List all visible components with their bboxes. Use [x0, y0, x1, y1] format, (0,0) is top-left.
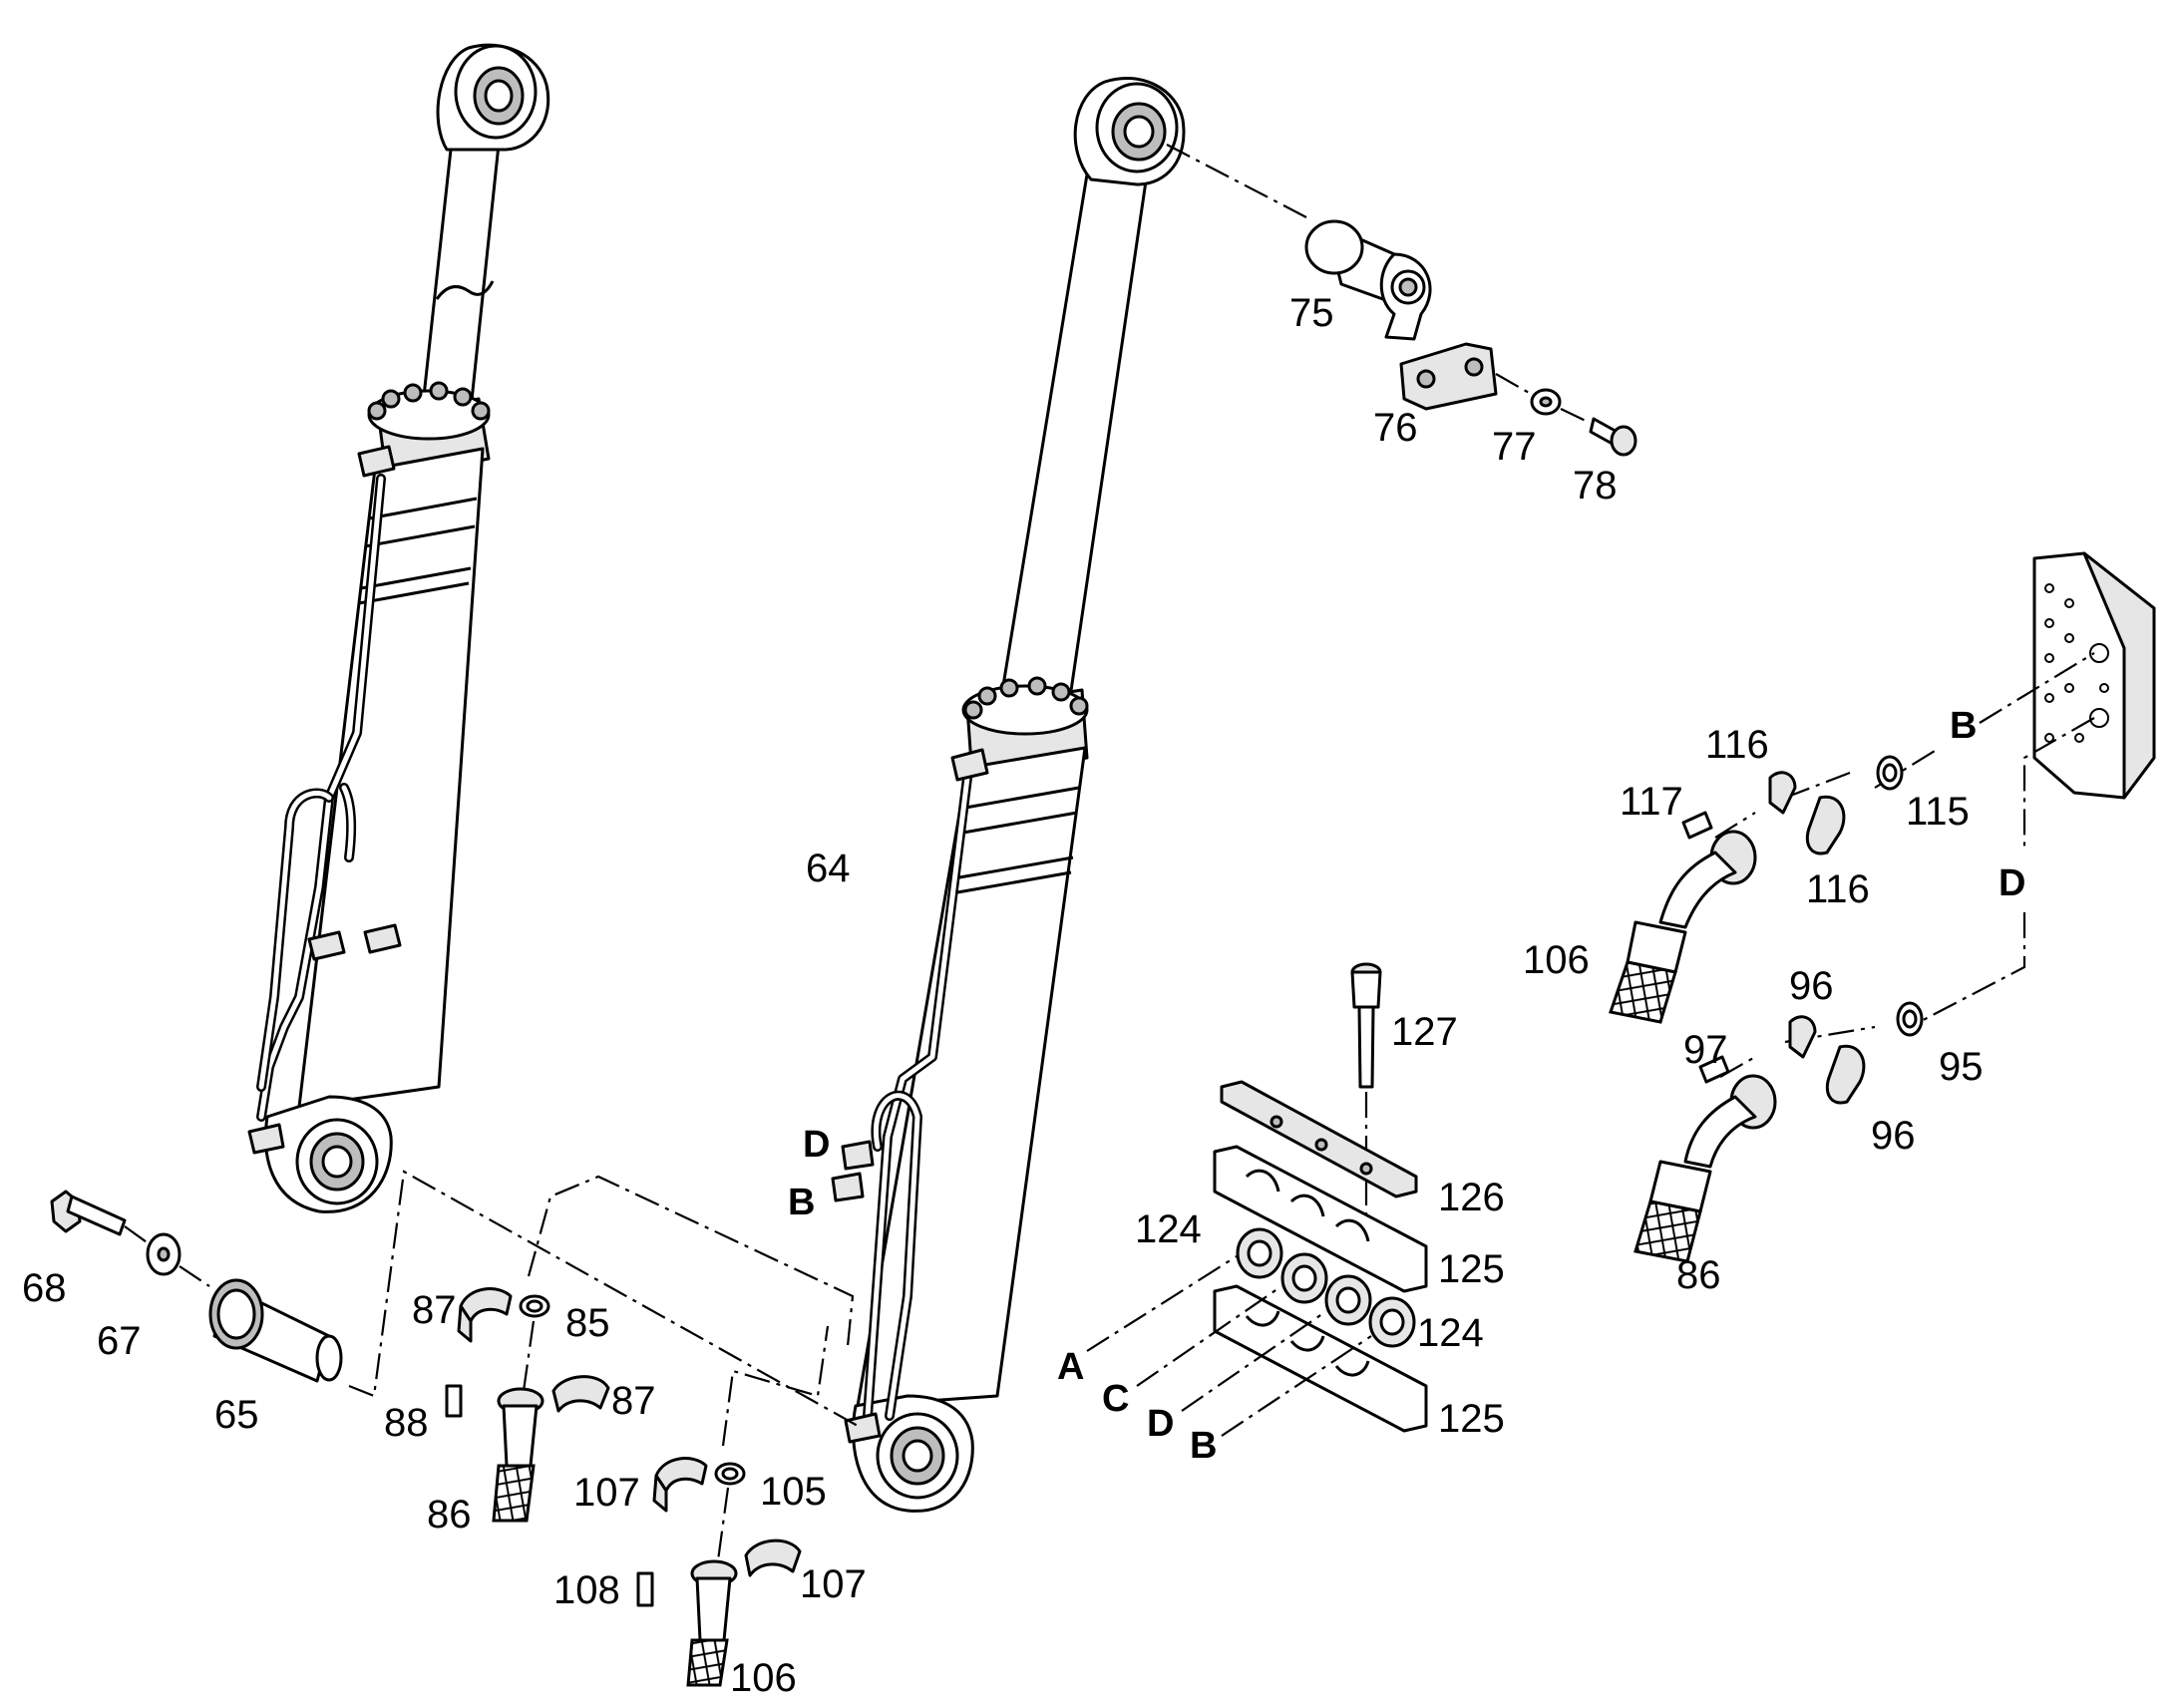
letter-B-clamp: B [1190, 1425, 1217, 1467]
callout-115: 115 [1906, 790, 1970, 834]
callout-95: 95 [1939, 1045, 1984, 1089]
callout-75: 75 [1289, 291, 1334, 335]
axis-86-left [522, 1320, 536, 1392]
clamp-96-upper [1788, 1015, 1817, 1059]
washer-77 [1530, 388, 1562, 416]
washer-67 [146, 1232, 182, 1276]
letter-D-clamp: D [1147, 1403, 1174, 1445]
callout-107-lower: 107 [800, 1562, 867, 1606]
callout-125-upper: 125 [1438, 1247, 1505, 1291]
clamp-half-125-upper [1213, 1145, 1428, 1293]
clamp-87b [551, 1375, 610, 1413]
callout-96-lower: 96 [1871, 1114, 1916, 1158]
callout-117: 117 [1620, 780, 1683, 824]
bushing-65 [208, 1278, 343, 1383]
clamp-107b [744, 1538, 802, 1577]
bolt-117 [1681, 811, 1713, 840]
callout-88: 88 [384, 1401, 429, 1445]
leader-D-right [1909, 717, 2095, 1028]
valve-block [2032, 551, 2156, 800]
grommets-124-upper [1236, 1227, 1416, 1348]
bolt-97 [1698, 1055, 1730, 1084]
clamp-116-upper [1768, 771, 1797, 815]
callout-106-right: 106 [1523, 938, 1590, 982]
axis-75 [1166, 144, 1307, 218]
callout-116-upper: 116 [1705, 723, 1769, 767]
bolt-88 [445, 1384, 463, 1418]
callout-96-upper: 96 [1789, 964, 1834, 1008]
callout-105: 105 [760, 1470, 827, 1514]
leader-64-base-left [348, 1170, 859, 1427]
callout-106-left: 106 [730, 1656, 797, 1700]
letter-B-valve: B [1950, 705, 1977, 747]
callout-86-left: 86 [427, 1493, 472, 1537]
bolt-108 [636, 1571, 654, 1607]
gland-bolts-centre [963, 676, 1089, 720]
callout-67: 67 [97, 1319, 142, 1363]
leader-86-to-D [527, 1175, 855, 1347]
callout-76: 76 [1373, 406, 1418, 450]
bolt-78 [1589, 417, 1637, 457]
axis-106-left [716, 1487, 730, 1561]
axis-65-68 [124, 1225, 210, 1287]
clamp-96-lower [1825, 1044, 1866, 1105]
callout-labels: 64 65 67 68 75 76 77 78 85 86 86 87 87 8… [22, 291, 1984, 1700]
callout-126: 126 [1438, 1176, 1505, 1219]
oring-85 [519, 1294, 550, 1318]
gland-bolts [367, 381, 491, 421]
letter-D-cylinder: D [803, 1124, 830, 1166]
left-hydraulic-cylinder [247, 43, 550, 1213]
oring-115 [1876, 755, 1904, 791]
hose-106-right [1609, 830, 1757, 1024]
callout-87-upper: 87 [412, 1288, 457, 1332]
leader-B [1221, 1335, 1372, 1437]
letter-B-cylinder: B [788, 1182, 815, 1223]
hose-86-right [1634, 1074, 1777, 1263]
hose-86-left [492, 1387, 545, 1523]
callout-65: 65 [214, 1393, 259, 1437]
callout-127: 127 [1391, 1010, 1458, 1054]
callout-78: 78 [1573, 464, 1618, 508]
leader-D [1181, 1310, 1327, 1412]
oring-95 [1896, 1001, 1924, 1037]
clamp-107a [652, 1457, 708, 1513]
leader-A [1086, 1255, 1238, 1352]
connection-letters: D B A C D B B D [788, 705, 2025, 1467]
callout-85: 85 [565, 1301, 610, 1345]
clamp-87a [457, 1287, 513, 1343]
plate-126 [1220, 1080, 1418, 1198]
retainer-76 [1399, 342, 1498, 411]
hose-106-left [686, 1559, 738, 1687]
letter-A-clamp: A [1057, 1346, 1084, 1388]
callout-124-lower: 124 [1417, 1311, 1484, 1355]
callout-68: 68 [22, 1266, 67, 1310]
valve-block-ports [2044, 583, 2109, 743]
callout-125-lower: 125 [1438, 1397, 1505, 1441]
callout-77: 77 [1492, 425, 1537, 469]
letter-D-valve: D [1998, 862, 2025, 904]
callout-86-right: 86 [1676, 1253, 1721, 1297]
clamp-116-lower [1805, 795, 1846, 855]
pin-75 [1304, 219, 1432, 341]
oring-105 [714, 1462, 746, 1486]
bolt-68 [50, 1190, 127, 1236]
leader-106-to-B [721, 1325, 830, 1447]
screw-127 [1350, 962, 1382, 1089]
callout-64: 64 [806, 847, 851, 890]
callout-108: 108 [553, 1568, 620, 1612]
callout-124-upper: 124 [1135, 1207, 1202, 1251]
axis-76-78 [1495, 373, 1589, 423]
callout-107-upper: 107 [573, 1471, 640, 1515]
callout-87-lower: 87 [611, 1379, 656, 1423]
callout-116-lower: 116 [1806, 867, 1870, 911]
letter-C-clamp: C [1102, 1378, 1129, 1420]
callout-97: 97 [1683, 1028, 1728, 1072]
centre-hydraulic-cylinder [831, 76, 1186, 1513]
leader-C [1136, 1285, 1282, 1387]
